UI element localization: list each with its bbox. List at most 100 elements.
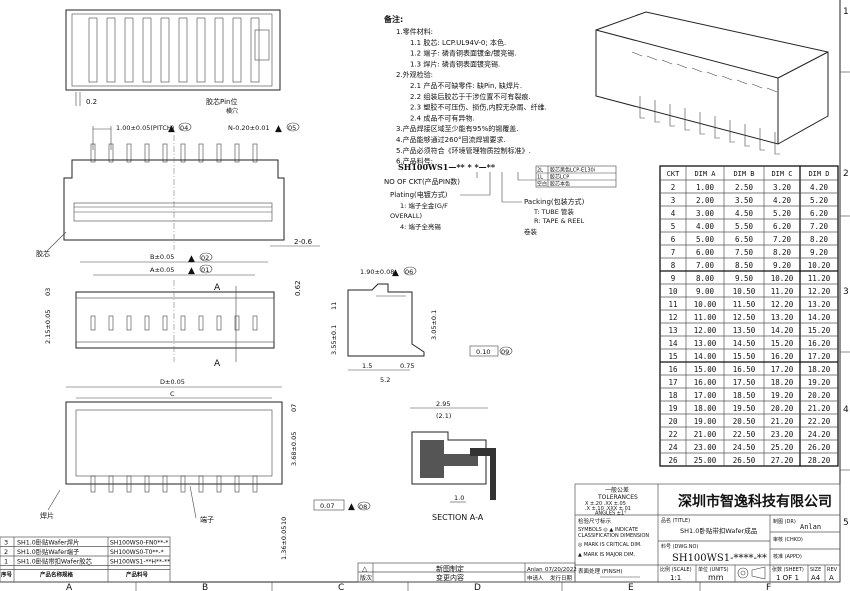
col-label: A bbox=[66, 583, 73, 591]
note-line: 5.产品必须符合《环境管理物质控制标准》. bbox=[396, 146, 531, 155]
table-header: DIM A bbox=[694, 170, 716, 178]
table-cell: 26 bbox=[668, 456, 678, 465]
table-cell: 1.00 bbox=[696, 183, 715, 192]
table-cell: 21.20 bbox=[808, 404, 831, 413]
table-cell: 5 bbox=[671, 222, 676, 231]
major-dim-icon: ▲ bbox=[348, 502, 355, 512]
table-cell: 6 bbox=[671, 235, 676, 244]
revision-header: 变更内容 bbox=[436, 573, 464, 582]
table-cell: 7 bbox=[671, 248, 676, 257]
pin bbox=[639, 96, 645, 119]
packing-label: Packing(包装方式) bbox=[524, 197, 585, 206]
option-code: 2L bbox=[537, 168, 543, 174]
packing-option: 卷装 bbox=[524, 227, 538, 236]
cavity-line bbox=[676, 63, 688, 69]
callout-label: 端子 bbox=[200, 515, 214, 524]
table-cell: 7.50 bbox=[735, 248, 754, 257]
bom-no: 2 bbox=[4, 548, 8, 556]
table-cell: 15.00 bbox=[694, 365, 717, 374]
dim-label: 3.05±0.1 bbox=[430, 310, 438, 340]
table-cell: 6.50 bbox=[735, 235, 754, 244]
note-line: 3.产品焊接区域至少能有95%的锡覆盖. bbox=[396, 124, 518, 133]
pin bbox=[654, 100, 660, 123]
note-line: 1.1 胶芯: LCP.UL94V-0; 本色. bbox=[410, 38, 506, 47]
major-dim-icon: ▲ bbox=[168, 124, 175, 134]
pin bbox=[90, 475, 96, 493]
table-cell: 15.50 bbox=[733, 352, 756, 361]
table-cell: 3 bbox=[671, 196, 676, 205]
dim-label: 0.10 bbox=[476, 348, 490, 356]
major-dim-icon: ▲ bbox=[392, 268, 399, 278]
table-cell: 9 bbox=[671, 274, 676, 283]
dim-ref: 07 bbox=[290, 404, 298, 412]
pin bbox=[180, 475, 186, 493]
table-cell: 25.20 bbox=[771, 443, 794, 452]
bom-header: 产品名称规格 bbox=[40, 571, 74, 579]
dim-label: 0.75 bbox=[400, 362, 414, 370]
section-title: SECTION A-A bbox=[432, 513, 484, 522]
option-code: 1L bbox=[537, 175, 543, 181]
cavity-line bbox=[751, 83, 763, 89]
note-line: 1.3 焊片: 磷青铜表面镀亮锡. bbox=[410, 59, 500, 68]
table-cell: 17.20 bbox=[771, 365, 794, 374]
table-cell: 10.20 bbox=[808, 261, 831, 270]
table-cell: 21.00 bbox=[694, 430, 717, 439]
pin bbox=[216, 315, 222, 331]
table-cell: 8 bbox=[671, 261, 676, 270]
table-cell: 22.50 bbox=[733, 430, 756, 439]
table-cell: 27.20 bbox=[771, 456, 794, 465]
pin bbox=[744, 124, 750, 147]
table-cell: 19.50 bbox=[733, 404, 756, 413]
table-cell: 23.20 bbox=[771, 430, 794, 439]
title-label: 品名 (TITLE) bbox=[661, 517, 690, 524]
cavity bbox=[250, 17, 260, 83]
cavity bbox=[232, 17, 242, 83]
bom-header: 产品料号 bbox=[126, 571, 149, 579]
pin bbox=[729, 120, 735, 143]
pin bbox=[144, 315, 150, 331]
table-cell: 4.00 bbox=[696, 222, 715, 231]
cavity-line bbox=[706, 71, 718, 77]
inspection-title: 检验尺寸标示 bbox=[578, 517, 612, 525]
bom-header: 序号 bbox=[0, 571, 13, 579]
dim-label: 1.5 bbox=[362, 362, 372, 370]
table-cell: 3.20 bbox=[773, 183, 792, 192]
table-cell: 4 bbox=[671, 209, 676, 218]
cavity-line bbox=[766, 87, 778, 93]
table-cell: 2.50 bbox=[735, 183, 754, 192]
pin bbox=[234, 475, 240, 493]
pin bbox=[216, 475, 222, 493]
pin bbox=[252, 315, 258, 331]
cavity bbox=[124, 17, 134, 83]
drawn-value: Anlan bbox=[800, 523, 821, 531]
table-cell: 16.20 bbox=[771, 352, 794, 361]
table-cell: 11.20 bbox=[808, 274, 831, 283]
table-cell: 11.50 bbox=[733, 300, 756, 309]
table-cell: 13.20 bbox=[808, 300, 831, 309]
col-label: F bbox=[766, 583, 771, 591]
row-label: 2 bbox=[843, 169, 849, 179]
col-label: D bbox=[474, 583, 481, 591]
table-cell: 16.20 bbox=[808, 339, 831, 348]
table-cell: 25.00 bbox=[694, 456, 717, 465]
table-cell: 14.50 bbox=[733, 339, 756, 348]
row-label: 1 bbox=[843, 7, 849, 17]
dim-label: 0.62 bbox=[294, 280, 302, 296]
pin bbox=[108, 475, 114, 493]
table-cell: 22.20 bbox=[808, 417, 831, 426]
dim-ref: 09 bbox=[501, 348, 509, 356]
note-line: 2.3 塑胶不可压伤、损伤,内腔无杂屑、纤维. bbox=[410, 103, 547, 112]
revision-author: Anlan bbox=[527, 567, 543, 573]
ckt-label: NO OF CKT(产品PIN数) bbox=[384, 177, 460, 186]
cavity-line bbox=[646, 55, 658, 61]
table-cell: 20 bbox=[668, 417, 678, 426]
cavity bbox=[178, 17, 188, 83]
dim-label: B±0.05 bbox=[150, 253, 174, 261]
tolerance-title: TOLERANCES bbox=[597, 494, 638, 501]
bom-no: 1 bbox=[4, 558, 8, 566]
table-cell: 9.00 bbox=[696, 287, 715, 296]
dim-label: 1.0 bbox=[454, 494, 464, 502]
table-cell: 2.00 bbox=[696, 196, 715, 205]
table-cell: 20.20 bbox=[771, 404, 794, 413]
table-cell: 19.00 bbox=[694, 417, 717, 426]
